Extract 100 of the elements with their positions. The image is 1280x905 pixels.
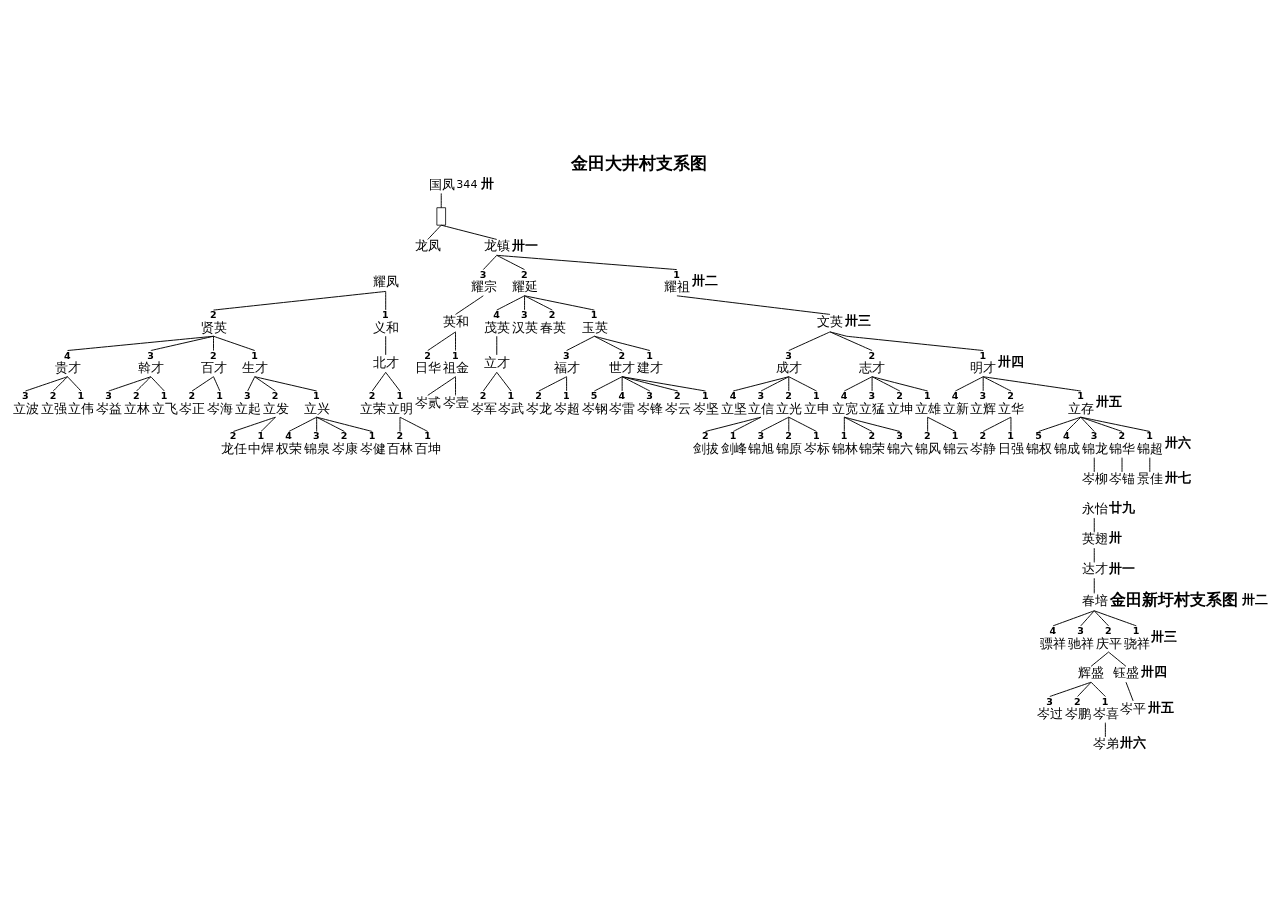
node-label: 2	[548, 309, 556, 321]
connector	[213, 376, 221, 392]
node-label: 2	[868, 349, 876, 361]
node-text: 立明	[387, 400, 414, 416]
connector	[1149, 457, 1151, 473]
connector	[371, 371, 387, 392]
connector	[316, 416, 345, 432]
connector	[427, 224, 442, 240]
node-text: 贵才	[54, 360, 81, 376]
connector	[67, 335, 214, 351]
node-label: 3	[520, 309, 528, 321]
label: 344	[456, 178, 478, 192]
connector	[455, 376, 456, 396]
node-text: 岑健	[359, 441, 386, 457]
node-label: 3	[313, 430, 320, 442]
node-label: 1	[1132, 624, 1140, 636]
connector	[1049, 681, 1092, 697]
node-text: 成才	[776, 360, 803, 376]
node-text: 立起	[234, 400, 261, 416]
node-label: 1	[1146, 430, 1153, 442]
connector	[1108, 651, 1127, 667]
node-text: 世才	[609, 360, 636, 376]
node-label: 2	[49, 390, 57, 402]
node-label: 1	[812, 430, 820, 442]
node-text: 耀祖	[664, 279, 691, 295]
node-text: 英和	[442, 314, 469, 330]
connector	[927, 416, 956, 432]
connector	[496, 254, 526, 271]
label: 卅三	[1151, 629, 1178, 645]
node-label: 2	[1007, 390, 1014, 402]
node-text: 岑平	[1120, 700, 1147, 716]
label: 卅二	[1241, 592, 1268, 608]
node-text: 立飞	[151, 400, 178, 416]
diagram-title: 金田大井村支系图	[570, 152, 707, 173]
node-label: 3	[757, 390, 765, 402]
connector	[496, 295, 526, 311]
node-label: 5	[1035, 430, 1042, 442]
node-label: 1	[313, 390, 320, 402]
connector	[524, 295, 553, 311]
connector	[621, 376, 706, 392]
connector	[871, 376, 929, 392]
node-label: 1	[563, 390, 570, 402]
node-text: 龙镇	[484, 238, 511, 254]
node-label: 2	[1104, 624, 1112, 636]
node-text: 志才	[859, 360, 886, 376]
connector	[1093, 457, 1095, 473]
node-text: 义和	[373, 319, 399, 335]
node-label: 2	[896, 390, 903, 402]
label: 卅四	[1141, 664, 1168, 680]
node-text: 中焊	[248, 441, 275, 457]
node-text: 岑柳	[1081, 470, 1108, 486]
connector	[1104, 722, 1106, 738]
node-text: 立宽	[831, 400, 858, 416]
connector	[760, 376, 790, 392]
connector	[1066, 416, 1082, 432]
connector	[982, 376, 984, 392]
node-label: 1	[216, 390, 223, 402]
connector	[1090, 681, 1106, 697]
node-label: 3	[868, 390, 876, 402]
node-label: 2	[1118, 430, 1126, 442]
node-label: 3	[244, 390, 251, 402]
node-text: 岑武	[498, 400, 525, 416]
node-label: 2	[271, 390, 279, 402]
node-text: 岑龙	[526, 400, 553, 416]
node-label: 2	[674, 390, 681, 402]
node-text: 岑益	[96, 400, 123, 416]
node-text: 锦权	[1026, 441, 1053, 457]
label: 卅三	[845, 313, 872, 329]
node-text: 岑超	[553, 400, 580, 416]
connector	[455, 295, 484, 315]
connector	[482, 371, 498, 392]
label: 卅一	[511, 237, 538, 253]
node-text: 日强	[998, 441, 1025, 457]
node-text: 百坤	[415, 441, 442, 457]
connector	[732, 376, 790, 392]
node-label: 4	[729, 390, 737, 402]
connector	[871, 376, 873, 392]
node-text: 立强	[40, 400, 67, 416]
node-text: 立辉	[970, 400, 997, 416]
label: 卅五	[1148, 699, 1175, 715]
node-text: 锦旭	[748, 441, 775, 457]
node-text: 骠祥	[1040, 635, 1067, 651]
connector	[385, 335, 387, 356]
connector	[496, 254, 678, 271]
node-text: 岑钢	[581, 400, 608, 416]
node-text: 锦超	[1137, 441, 1164, 457]
connector	[566, 376, 568, 392]
node-text: 立新	[942, 400, 969, 416]
node-label: 2	[979, 430, 987, 442]
node-text: 驰祥	[1068, 635, 1095, 651]
node-label: 3	[896, 430, 903, 442]
node-label: 4	[618, 390, 626, 402]
node-label: 3	[21, 390, 29, 402]
node-label: 3	[479, 268, 487, 280]
node-text: 锦风	[914, 441, 941, 457]
connector	[427, 376, 456, 396]
node-text: 春英	[539, 319, 566, 335]
connector	[108, 376, 152, 392]
node-label: 1	[840, 430, 848, 442]
node-label: 2	[618, 349, 626, 361]
